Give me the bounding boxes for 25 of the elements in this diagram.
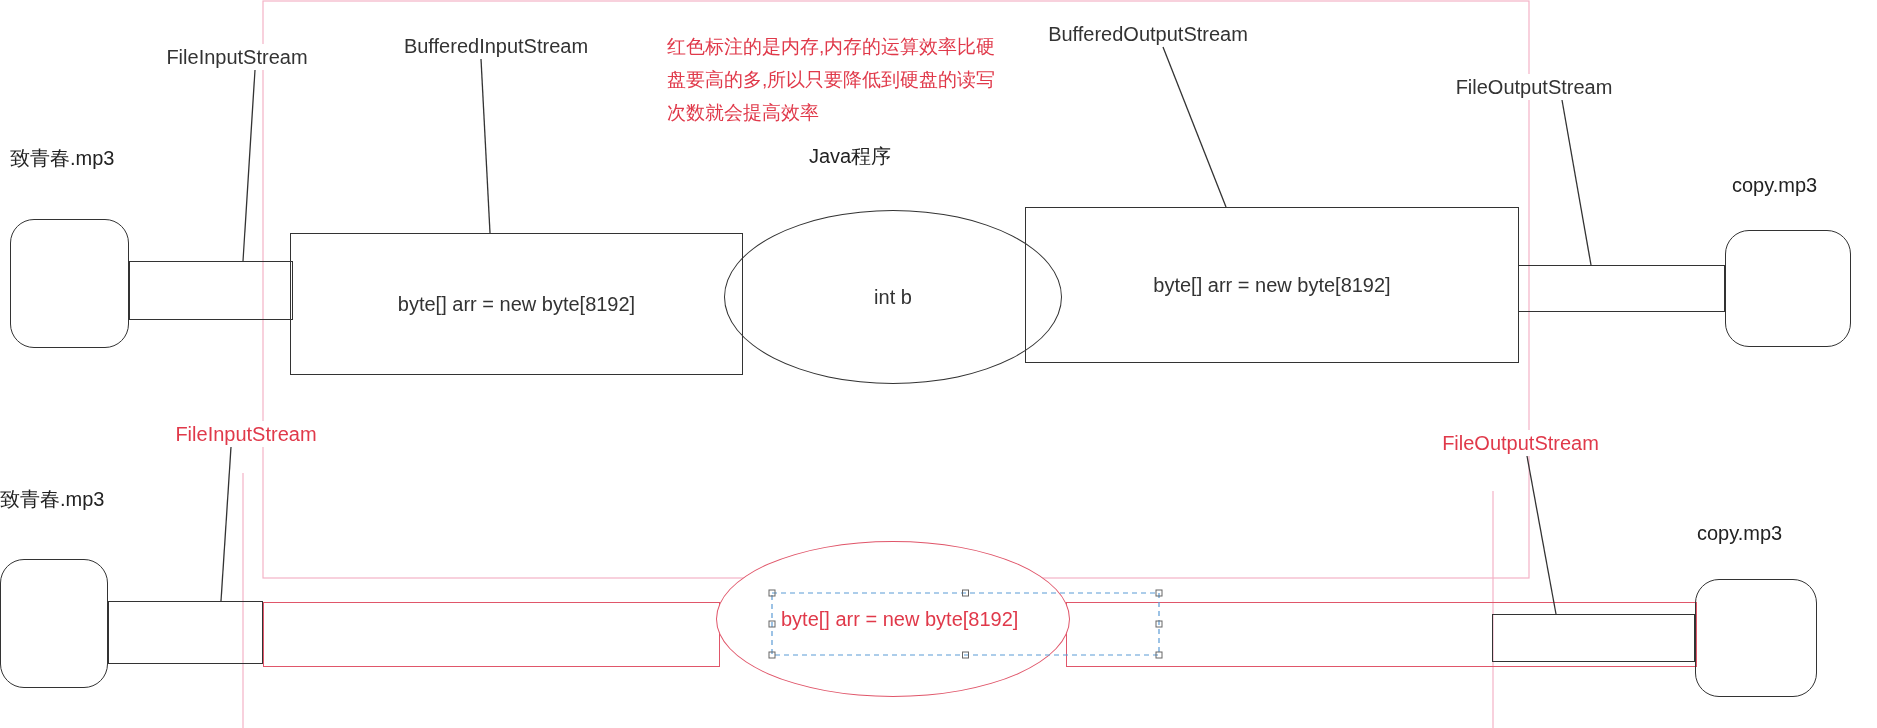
- stream-pipe: [1518, 265, 1725, 312]
- stream-pipe: [129, 261, 293, 320]
- memory-channel: [1066, 602, 1697, 667]
- leader-line: [1162, 46, 1227, 208]
- file-name-label: copy.mp3: [1697, 522, 1783, 545]
- leader-line: [1526, 455, 1557, 615]
- file-name-label: 致青春.mp3: [0, 487, 105, 512]
- file-name-label: copy.mp3: [1732, 174, 1818, 197]
- leader-line: [220, 446, 232, 602]
- note-text: 红色标注的是内存,内存的运算效率比硬盘要高的多,所以只要降低到硬盘的读写次数就会提高效率: [667, 35, 997, 125]
- leader-line: [1561, 99, 1592, 266]
- file-name-label: 致青春.mp3: [10, 146, 115, 171]
- buffer-box: byte[] arr = new byte[8192]: [1025, 207, 1519, 363]
- stream-pipe: [108, 601, 263, 664]
- leader-line: [242, 69, 256, 262]
- file-box: [10, 219, 129, 348]
- memory-ellipse: byte[] arr = new byte[8192]: [716, 541, 1070, 697]
- leader-line: [480, 58, 491, 234]
- buffer-box: byte[] arr = new byte[8192]: [290, 233, 743, 375]
- memory-channel: [263, 602, 720, 667]
- stream-pipe: [1491, 613, 1695, 662]
- file-box: [0, 559, 108, 688]
- file-box: [1695, 579, 1817, 697]
- program-label: Java程序: [809, 144, 892, 169]
- file-box: [1725, 230, 1851, 347]
